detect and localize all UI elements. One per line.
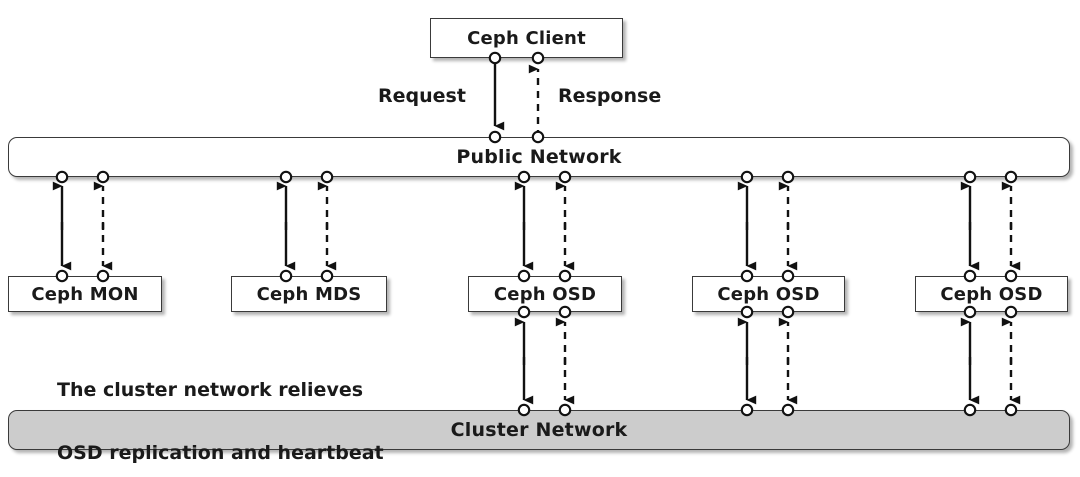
ceph-osd-label-3: Ceph OSD [940,283,1043,305]
ceph-osd-box-1[interactable]: Ceph OSD [468,276,622,312]
port-osd2-bottom-dashed [781,305,795,319]
port-cluster-top-osd3-solid [963,403,977,417]
port-public-top-request [488,130,502,144]
port-public-bottom-mds-dashed [320,170,334,184]
ceph-mds-box[interactable]: Ceph MDS [231,276,387,312]
caption-line-1: The cluster network relieves [57,378,364,401]
ceph-mds-label: Ceph MDS [256,283,362,305]
port-public-bottom-osd1-solid [517,170,531,184]
ceph-osd-box-2[interactable]: Ceph OSD [692,276,845,312]
port-public-bottom-mds-solid [279,170,293,184]
ceph-mon-box[interactable]: Ceph MON [8,276,162,312]
port-public-top-response [531,130,545,144]
port-osd3-top-solid [963,269,977,283]
port-osd2-top-dashed [781,269,795,283]
port-osd1-top-dashed [558,269,572,283]
ceph-client-label: Ceph Client [467,27,586,49]
port-osd3-bottom-dashed [1004,305,1018,319]
port-osd3-top-dashed [1004,269,1018,283]
public-network-bar[interactable]: Public Network [8,137,1070,177]
port-osd1-bottom-solid [517,305,531,319]
port-cluster-top-osd3-dashed [1004,403,1018,417]
port-public-bottom-osd3-solid [963,170,977,184]
port-cluster-top-osd2-dashed [781,403,795,417]
port-public-bottom-osd1-dashed [558,170,572,184]
port-public-bottom-osd3-dashed [1004,170,1018,184]
port-cluster-top-osd2-solid [740,403,754,417]
ceph-client-box[interactable]: Ceph Client [430,18,623,58]
ceph-osd-label-1: Ceph OSD [493,283,597,305]
cluster-network-bar[interactable]: Cluster Network [8,410,1070,450]
port-public-bottom-mon-dashed [96,170,110,184]
cluster-network-label: Cluster Network [450,419,628,441]
port-public-bottom-osd2-dashed [781,170,795,184]
port-osd2-top-solid [740,269,754,283]
port-client-request [488,51,502,65]
response-label: Response [558,85,662,107]
port-osd1-top-solid [517,269,531,283]
port-cluster-top-osd1-solid [517,403,531,417]
public-network-label: Public Network [456,146,622,168]
cluster-network-caption: The cluster network relieves OSD replica… [57,337,394,477]
port-mon-top-dashed [96,269,110,283]
port-mon-top-solid [55,269,69,283]
port-client-response [531,51,545,65]
port-public-bottom-mon-solid [55,170,69,184]
port-osd2-bottom-solid [740,305,754,319]
ceph-mon-label: Ceph MON [31,283,139,305]
ceph-osd-label-2: Ceph OSD [717,283,820,305]
caption-line-2: OSD replication and heartbeat [57,442,384,465]
port-cluster-top-osd1-dashed [558,403,572,417]
port-mds-top-dashed [320,269,334,283]
port-osd3-bottom-solid [963,305,977,319]
port-public-bottom-osd2-solid [740,170,754,184]
port-mds-top-solid [279,269,293,283]
ceph-osd-box-3[interactable]: Ceph OSD [915,276,1068,312]
port-osd1-bottom-dashed [558,305,572,319]
request-label: Request [378,85,466,107]
